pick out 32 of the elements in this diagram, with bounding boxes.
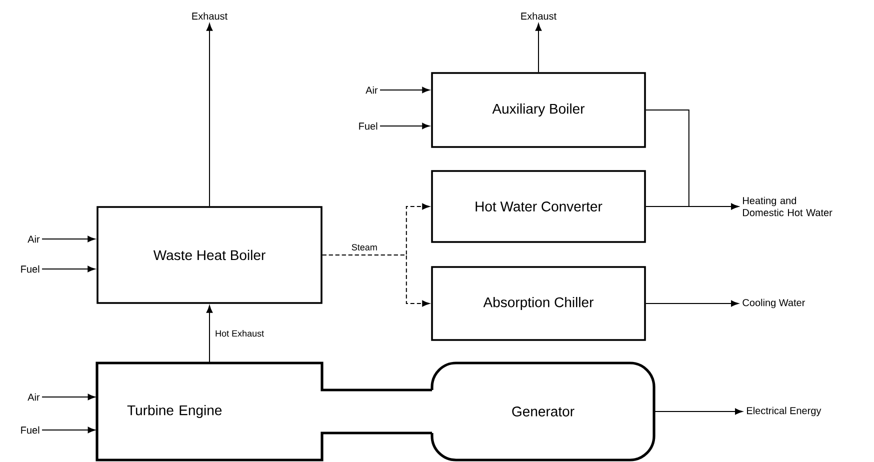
turbine-engine-block: Turbine Engine bbox=[96, 362, 432, 462]
flow-label: Electrical Energy bbox=[747, 406, 822, 416]
arrow bbox=[42, 426, 96, 434]
flow-label: Fuel bbox=[21, 265, 40, 273]
process-box: Hot Water Converter bbox=[431, 170, 646, 243]
arrow bbox=[535, 23, 542, 73]
edge-label: Hot Exhaust bbox=[216, 330, 264, 337]
edge-label: Steam bbox=[352, 244, 377, 250]
arrow bbox=[42, 394, 96, 400]
arrow bbox=[322, 254, 430, 307]
flow-label: Air bbox=[28, 393, 40, 401]
flow-label: Fuel bbox=[359, 122, 378, 130]
flow-label: Air bbox=[28, 235, 40, 243]
process-box: Absorption Chiller bbox=[431, 266, 646, 341]
flow-label: Exhaust bbox=[521, 12, 556, 20]
process-box: Auxiliary Boiler bbox=[431, 72, 646, 148]
arrow bbox=[206, 23, 213, 207]
arrow bbox=[42, 236, 96, 242]
arrow bbox=[206, 305, 213, 364]
arrow bbox=[380, 122, 430, 130]
flow-label: Heating and Domestic Hot Water bbox=[743, 196, 832, 216]
flow-label: Exhaust bbox=[192, 12, 228, 20]
arrow bbox=[380, 86, 430, 94]
arrow bbox=[645, 300, 739, 307]
generator-block: Generator bbox=[430, 362, 656, 462]
flow-label: Fuel bbox=[21, 426, 40, 434]
process-box: Waste Heat Boiler bbox=[96, 206, 322, 304]
flow-label: Cooling Water bbox=[742, 298, 806, 308]
flow-label: Air bbox=[366, 86, 378, 94]
arrow bbox=[42, 266, 96, 272]
arrow bbox=[654, 408, 743, 415]
arrow bbox=[645, 203, 739, 210]
